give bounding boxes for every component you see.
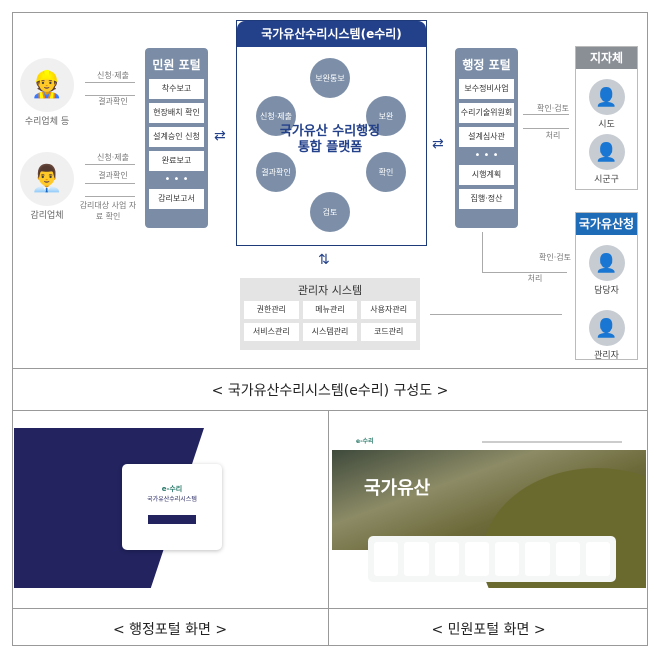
hero-title: 국가유산 <box>364 478 431 499</box>
cycle-step: 보완 <box>366 96 406 136</box>
portal-ellipsis: • • • <box>474 150 499 161</box>
admin-item: 시스템관리 <box>302 323 358 341</box>
businessman-icon: 👨‍💼 <box>20 152 74 206</box>
agent-label: 시도 <box>598 120 615 130</box>
flow-label: 확인·검토 <box>537 104 569 113</box>
cycle-step: 확인 <box>366 152 406 192</box>
agent-label: 관리자 <box>594 351 619 361</box>
quick-menu-item[interactable] <box>434 542 459 576</box>
portal-title: 행정 포털 <box>462 58 511 72</box>
portal-item: 설계심사관 <box>459 127 514 147</box>
portal-item: 완료보고 <box>149 151 204 171</box>
panel-title: 국가유산청 <box>576 213 637 235</box>
arrow-both <box>430 314 562 315</box>
arrow-left <box>85 183 135 184</box>
sync-arrows-icon: ⇄ <box>214 128 226 144</box>
portal-item: 수리기술위원회 <box>459 103 514 123</box>
sync-arrows-icon: ⇄ <box>432 136 444 152</box>
flow-label: 결과확인 <box>98 97 128 106</box>
cycle-step: 보완통보 <box>310 58 350 98</box>
portal-item: 보수정비사업 <box>459 79 514 99</box>
quick-menu-item[interactable] <box>464 542 489 576</box>
platform-label: 국가유산 수리행정 통합 플랫폼 <box>279 124 381 155</box>
flow-label: 감리대상 사업 자료 확인 <box>79 201 137 221</box>
portal-item: 착수보고 <box>149 79 204 99</box>
admin-item: 권한관리 <box>244 301 299 319</box>
heritage-agency-panel: 국가유산청 👤 담당자 👤 관리자 <box>575 212 638 361</box>
portal-item: 집행·정산 <box>459 189 514 209</box>
officer-icon: 👤 <box>588 79 625 115</box>
flow-label: 확인·검토 <box>539 253 571 262</box>
civil-portal: 민원 포털 착수보고 현장배치 확인 설계승인 신청 완료보고 • • • 감리… <box>145 48 208 228</box>
arrow-right <box>85 164 135 165</box>
arrow-both <box>85 196 135 197</box>
cycle-step: 신청·제출 <box>256 96 296 136</box>
quick-menu-item[interactable] <box>374 542 399 576</box>
portal-ellipsis: • • • <box>164 174 189 185</box>
flow-label: 처리 <box>545 131 561 140</box>
connector <box>482 232 483 272</box>
local-government-panel: 지자체 👤 시도 👤 시군구 <box>575 46 638 190</box>
admin-item: 메뉴관리 <box>302 301 358 319</box>
figure-frame <box>12 12 648 646</box>
panel-title: 지자체 <box>576 47 637 69</box>
actor-label: 수리업체 등 <box>24 117 70 127</box>
arrow-left <box>85 95 135 96</box>
divider <box>12 368 648 369</box>
nav-menu[interactable] <box>482 441 622 443</box>
agent-label: 시군구 <box>594 175 619 185</box>
logo: e-수리 <box>356 438 374 445</box>
officer-icon: 👤 <box>588 245 625 281</box>
logo: e-수리 <box>161 485 183 493</box>
divider <box>12 608 648 609</box>
admin-item: 서비스관리 <box>244 323 299 341</box>
flow-label: 신청·제출 <box>97 71 129 80</box>
arrow-right <box>482 272 567 273</box>
diagram-caption: < 국가유산수리시스템(e수리) 구성도 > <box>211 383 449 399</box>
divider <box>12 410 648 411</box>
flow-label: 신청·제출 <box>97 153 129 162</box>
officer-icon: 👤 <box>588 134 625 170</box>
civil-portal-screenshot: e-수리 국가유산 <box>332 428 646 588</box>
divider <box>328 410 329 646</box>
portal-item: 시행계획 <box>459 165 514 185</box>
civil-screen-caption: < 민원포털 화면 > <box>431 622 546 638</box>
portal-item: 설계승인 신청 <box>149 127 204 147</box>
admin-item: 코드관리 <box>361 323 416 341</box>
arrow-left <box>523 128 569 129</box>
quick-menu-item[interactable] <box>525 542 550 576</box>
system-name: 국가유산수리시스템 <box>147 496 197 503</box>
sync-arrows-icon: ⇅ <box>318 252 330 268</box>
officer-icon: 👤 <box>588 310 625 346</box>
flow-label: 처리 <box>527 274 543 283</box>
hero-image: 국가유산 <box>332 450 646 588</box>
portal-item: 감리보고서 <box>149 189 204 209</box>
actor-label: 감리업체 <box>30 211 64 221</box>
worker-icon: 👷 <box>20 58 74 112</box>
arrow-right <box>523 114 569 115</box>
quick-menu-item[interactable] <box>404 542 429 576</box>
portal-item: 현장배치 확인 <box>149 103 204 123</box>
quick-menu-item[interactable] <box>495 542 520 576</box>
admin-screen-caption: < 행정포털 화면 > <box>112 622 228 638</box>
flow-label: 결과확인 <box>98 171 128 180</box>
quick-menu-item[interactable] <box>585 542 610 576</box>
admin-system: 관리자 시스템 권한관리 메뉴관리 사용자관리 서비스관리 시스템관리 코드관리 <box>240 278 420 350</box>
cycle-step: 결과확인 <box>256 152 296 192</box>
admin-portal-screenshot: e-수리 국가유산수리시스템 <box>14 428 326 588</box>
cycle-step: 검토 <box>310 192 350 232</box>
quick-menu <box>368 536 616 582</box>
portal-title: 민원 포털 <box>152 58 201 72</box>
quick-menu-item[interactable] <box>555 542 580 576</box>
arrow-right <box>85 82 135 83</box>
admin-item: 사용자관리 <box>361 301 416 319</box>
login-button[interactable] <box>148 515 196 524</box>
agent-label: 담당자 <box>594 286 619 296</box>
system-title: 국가유산수리시스템(e수리) <box>237 21 426 47</box>
admin-system-title: 관리자 시스템 <box>297 284 363 297</box>
admin-portal: 행정 포털 보수정비사업 수리기술위원회 설계심사관 • • • 시행계획 집행… <box>455 48 518 228</box>
